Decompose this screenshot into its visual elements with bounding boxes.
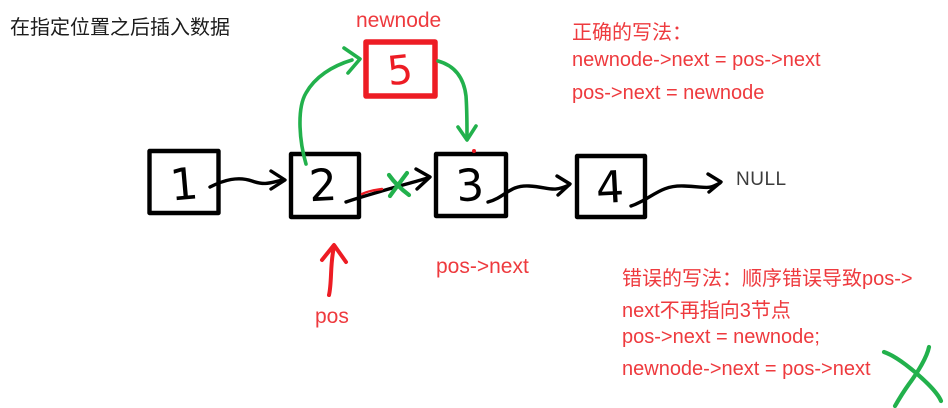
correct-heading: 正确的写法： [572, 22, 692, 44]
node-value: 4 [595, 162, 626, 214]
wrong-heading: 错误的写法：顺序错误导致pos-> [622, 268, 913, 290]
arrow-node1-to-node2 [208, 169, 287, 191]
pos-next-label: pos->next [436, 255, 529, 278]
newnode-label: newnode [356, 9, 442, 32]
wrong-code-block: 错误的写法：顺序错误导致pos-> next不再指向3节点 pos->next … [622, 262, 913, 390]
node-box-4 [574, 153, 648, 220]
cross-icon-wrong-code [881, 344, 944, 408]
node-value: 2 [308, 160, 339, 212]
pos-arrow [320, 243, 348, 297]
arrow-node4-to-null [629, 172, 723, 208]
wrong-code-line: pos->next = newnode; [622, 326, 820, 348]
arrow-node3-to-node4 [486, 174, 572, 204]
wrong-text-line: next不再指向3节点 [622, 300, 791, 322]
page-title: 在指定位置之后插入数据 [10, 17, 230, 39]
node-value: 3 [454, 160, 485, 213]
node-value: 1 [168, 158, 200, 211]
newnode-value: 5 [385, 47, 415, 95]
node-box-3 [433, 151, 509, 219]
node-box-2 [288, 151, 362, 220]
newnode-box [363, 39, 438, 99]
cross-icon-old-link [386, 170, 412, 199]
pos-label: pos [315, 305, 349, 328]
red-stray-mark [360, 187, 384, 196]
wrong-code-line: newnode->next = pos->next [622, 358, 871, 380]
correct-code-block: 正确的写法： newnode->next = pos->next pos->ne… [572, 16, 821, 115]
red-stray-dot [472, 149, 476, 153]
null-label: NULL [736, 169, 787, 190]
arrow-node2-to-node3 [344, 167, 432, 204]
green-arrow-newnode-to-node3 [436, 59, 478, 142]
green-arrow-pos-to-newnode [298, 46, 362, 166]
correct-code-line: pos->next = newnode [572, 82, 765, 104]
correct-code-line: newnode->next = pos->next [572, 49, 821, 71]
